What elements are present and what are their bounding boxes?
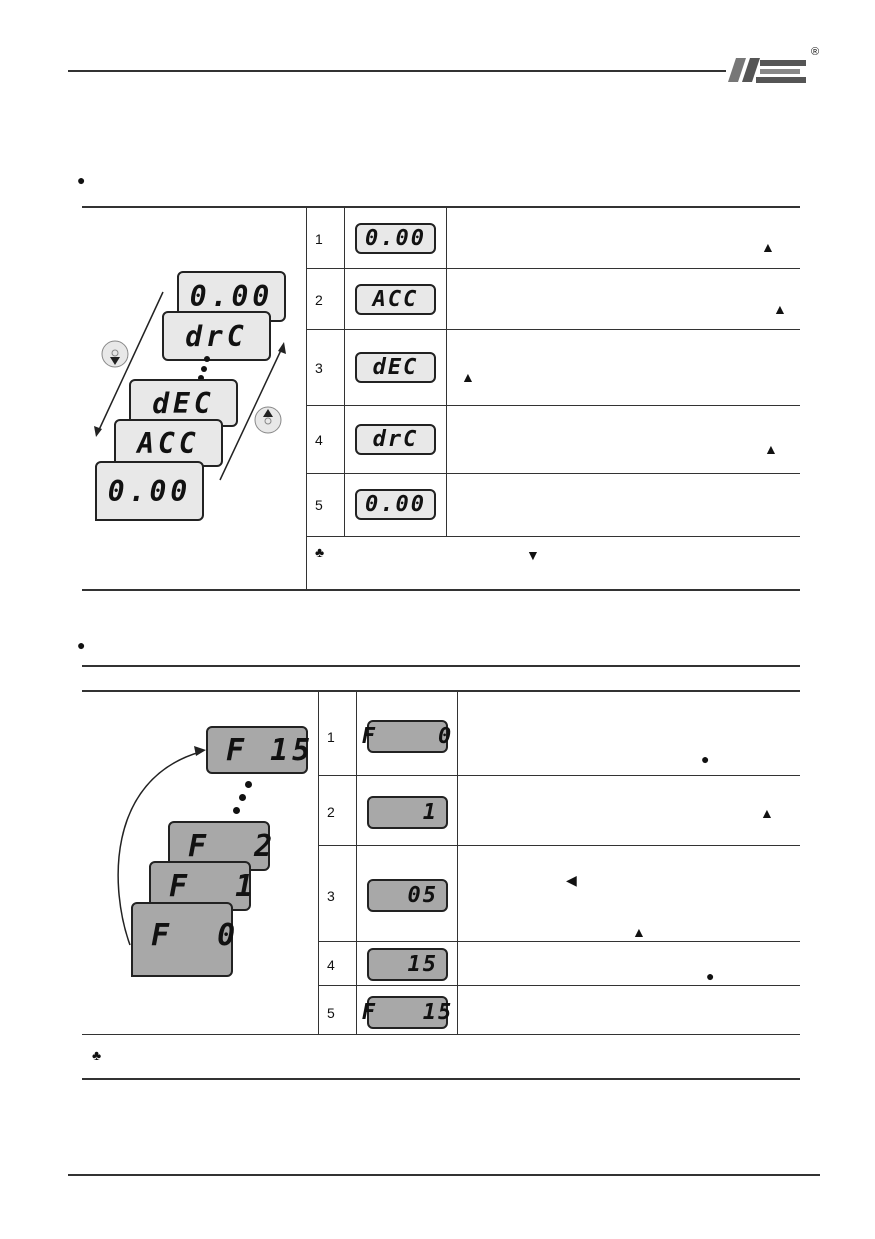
section1-bullet: ● xyxy=(77,172,86,188)
left-arrow-icon: ◀ xyxy=(566,872,577,888)
step-number: 3 xyxy=(327,888,335,904)
section1-col-divider xyxy=(306,208,307,589)
ellipsis-dot xyxy=(239,794,246,801)
note-club-icon: ♣ xyxy=(92,1047,102,1063)
keypad-down-icon xyxy=(101,340,129,368)
ellipsis-dot xyxy=(198,375,204,381)
arrow-lines xyxy=(94,291,286,481)
step-number: 5 xyxy=(315,497,323,513)
up-arrow-icon: ▲ xyxy=(773,301,787,317)
logo xyxy=(726,52,810,86)
ellipsis-dot xyxy=(204,356,210,362)
ellipsis-dot xyxy=(233,807,240,814)
down-arrow-icon: ▼ xyxy=(526,547,540,563)
illustration-display: 0.00 xyxy=(95,461,204,521)
lcd-display: drC xyxy=(355,424,436,455)
lcd-display: 0.00 xyxy=(355,223,436,254)
enter-dot-icon: ● xyxy=(706,968,715,984)
step-number: 4 xyxy=(315,432,323,448)
section1-bottom-rule xyxy=(82,589,800,591)
step-number: 3 xyxy=(315,360,323,376)
step-number: 2 xyxy=(315,292,323,308)
lcd-display: 0.00 xyxy=(355,489,436,520)
section2-title-rule xyxy=(82,665,800,667)
lcd-display: F 15 xyxy=(362,996,451,1029)
section1-top-rule xyxy=(82,206,800,208)
step-number: 1 xyxy=(315,231,323,247)
step-number: 1 xyxy=(327,729,335,745)
header-rule xyxy=(68,70,728,72)
ellipsis-dot xyxy=(245,781,252,788)
up-arrow-icon: ▲ xyxy=(760,805,774,821)
step-number: 4 xyxy=(327,957,335,973)
illustration-display: drC xyxy=(162,311,271,361)
lcd-display: ACC xyxy=(355,284,436,315)
registered-mark: ® xyxy=(811,46,820,58)
lcd-display: dEC xyxy=(355,352,436,383)
lcd-display: 1 xyxy=(367,796,448,829)
section2-bottom-rule xyxy=(82,1078,800,1080)
step-number: 5 xyxy=(327,1005,335,1021)
illustration-display: F 15 xyxy=(206,726,310,774)
enter-dot-icon: ● xyxy=(701,751,710,767)
section2-bullet: ● xyxy=(77,637,86,653)
return-arrow xyxy=(117,746,206,946)
footer-rule xyxy=(68,1174,820,1176)
up-arrow-icon: ▲ xyxy=(461,369,475,385)
note-club-icon: ♣ xyxy=(315,544,325,560)
illustration-display: ACC xyxy=(114,419,223,467)
keypad-up-icon xyxy=(254,406,282,434)
up-arrow-icon: ▲ xyxy=(764,441,778,457)
step-number: 2 xyxy=(327,804,335,820)
lcd-display: F 0 xyxy=(362,720,451,753)
lcd-display: 15 xyxy=(367,948,448,981)
ellipsis-dot xyxy=(201,366,207,372)
illustration-display: F 0 xyxy=(131,902,235,977)
lcd-display: 05 xyxy=(367,879,448,912)
section2-top-rule xyxy=(82,690,800,692)
up-arrow-icon: ▲ xyxy=(632,924,646,940)
up-arrow-icon: ▲ xyxy=(761,239,775,255)
